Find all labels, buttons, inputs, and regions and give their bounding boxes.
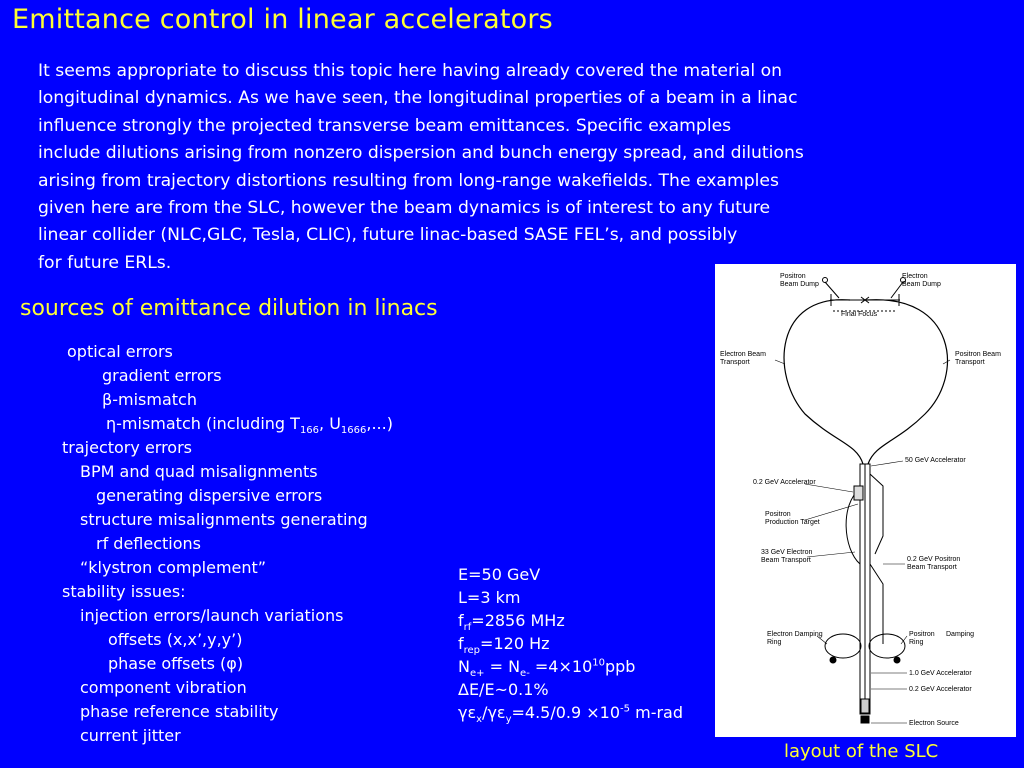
emit-superscript: -5 xyxy=(620,703,631,715)
final-focus xyxy=(822,277,906,312)
label-10gev-accelerator: 1.0 GeV Accelerator xyxy=(909,670,972,677)
emit-unit: m-rad xyxy=(630,703,683,722)
label-02gev-accelerator: 0.2 GeV Accelerator xyxy=(753,479,816,486)
t-subscript: 166 xyxy=(299,425,320,437)
phi-symbol: φ xyxy=(226,654,237,673)
frep-value: =120 Hz xyxy=(480,634,550,653)
linac xyxy=(824,463,906,724)
intro-line: linear collider (NLC,GLC, Tesla, CLIC), … xyxy=(38,225,738,246)
list-item-klystron: “klystron complement” xyxy=(80,558,267,577)
frf-value: =2856 MHz xyxy=(471,611,565,630)
slide-title: Emittance control in linear accelerators xyxy=(12,4,553,35)
frep-subscript: rep xyxy=(463,645,481,657)
list-item-injection: injection errors/launch variations xyxy=(80,606,344,625)
slc-arcs xyxy=(783,299,949,465)
n-superscript: 10 xyxy=(592,657,605,669)
phase-offsets-text: ) xyxy=(236,654,244,673)
list-item-gradient-errors: gradient errors xyxy=(102,366,222,385)
list-item-offsets: offsets (x,x’,y,y’) xyxy=(108,630,243,649)
list-item-current-jitter: current jitter xyxy=(80,726,181,745)
eta-mismatch-text: , U xyxy=(319,414,341,433)
label-final-focus: Final Focus xyxy=(841,311,878,318)
gamma-epsilon-symbol: γε xyxy=(458,703,477,722)
n-subscript: e+ xyxy=(469,668,485,680)
list-item-bpm-quad: BPM and quad misalignments xyxy=(80,462,318,481)
emit-slash: / xyxy=(482,703,488,722)
n-subscript: e- xyxy=(520,668,530,680)
list-item-structure: structure misalignments generating xyxy=(80,510,368,529)
eta-symbol: η xyxy=(106,414,117,433)
label-02gev-accelerator-b: 0.2 GeV Accelerator xyxy=(909,686,972,693)
param-frf: frf=2856 MHz xyxy=(458,611,565,634)
list-item-stability: stability issues: xyxy=(62,582,186,601)
eta-mismatch-text: ,...) xyxy=(366,414,393,433)
list-item-eta-mismatch: η-mismatch (including T166, U1666,...) xyxy=(106,414,393,437)
list-item-beta-mismatch: β-mismatch xyxy=(102,390,197,409)
label-electron-source: Electron Source xyxy=(909,720,959,727)
param-energy: E=50 GeV xyxy=(458,565,541,584)
intro-line: longitudinal dynamics. As we have seen, … xyxy=(38,88,798,109)
intro-line: include dilutions arising from nonzero d… xyxy=(38,143,804,164)
param-energy-spread: ΔE/E~0.1% xyxy=(458,680,549,699)
list-item-optical-errors: optical errors xyxy=(67,342,173,361)
eta-mismatch-text: -mismatch (including T xyxy=(116,414,300,433)
n-text: =4×10 xyxy=(529,657,593,676)
param-emittance: γεx/γεy=4.5/0.9 ×10-5 m-rad xyxy=(458,703,683,726)
frep-symbol: f xyxy=(458,634,464,653)
list-item-phase-offsets: phase offsets (φ) xyxy=(108,654,243,674)
n-unit: ppb xyxy=(604,657,636,676)
list-item-phase-reference: phase reference stability xyxy=(80,702,279,721)
list-item-trajectory-errors: trajectory errors xyxy=(62,438,193,457)
gamma-epsilon-symbol: γε xyxy=(487,703,506,722)
frf-subscript: rf xyxy=(463,622,472,634)
figure-caption: layout of the SLC xyxy=(784,741,939,762)
n-symbol: N xyxy=(458,657,470,676)
emit-subscript: y xyxy=(505,714,512,726)
param-frep: frep=120 Hz xyxy=(458,634,550,657)
phase-offsets-text: phase offsets ( xyxy=(108,654,227,673)
u-subscript: 1666 xyxy=(340,425,367,437)
intro-line: influence strongly the projected transve… xyxy=(38,115,732,136)
leader-lines xyxy=(774,359,951,724)
intro-paragraph: It seems appropriate to discuss this top… xyxy=(38,58,988,277)
intro-line: arising from trajectory distortions resu… xyxy=(38,170,779,191)
n-text: = N xyxy=(484,657,521,676)
list-item-vibration: component vibration xyxy=(80,678,247,697)
list-item-dispersive: generating dispersive errors xyxy=(96,486,323,505)
frf-symbol: f xyxy=(458,611,464,630)
section-subtitle: sources of emittance dilution in linacs xyxy=(20,296,438,321)
label-50gev-accelerator: 50 GeV Accelerator xyxy=(905,457,966,464)
emit-subscript: x xyxy=(476,714,483,726)
emit-value: =4.5/0.9 ×10 xyxy=(511,703,621,722)
list-item-rf-deflections: rf deflections xyxy=(96,534,201,553)
intro-line: It seems appropriate to discuss this top… xyxy=(38,61,783,81)
param-length: L=3 km xyxy=(458,588,521,607)
intro-line: given here are from the SLC, however the… xyxy=(38,198,771,219)
param-charge: Ne+ = Ne- =4×1010ppb xyxy=(458,657,636,680)
intro-line: for future ERLs. xyxy=(38,252,172,273)
